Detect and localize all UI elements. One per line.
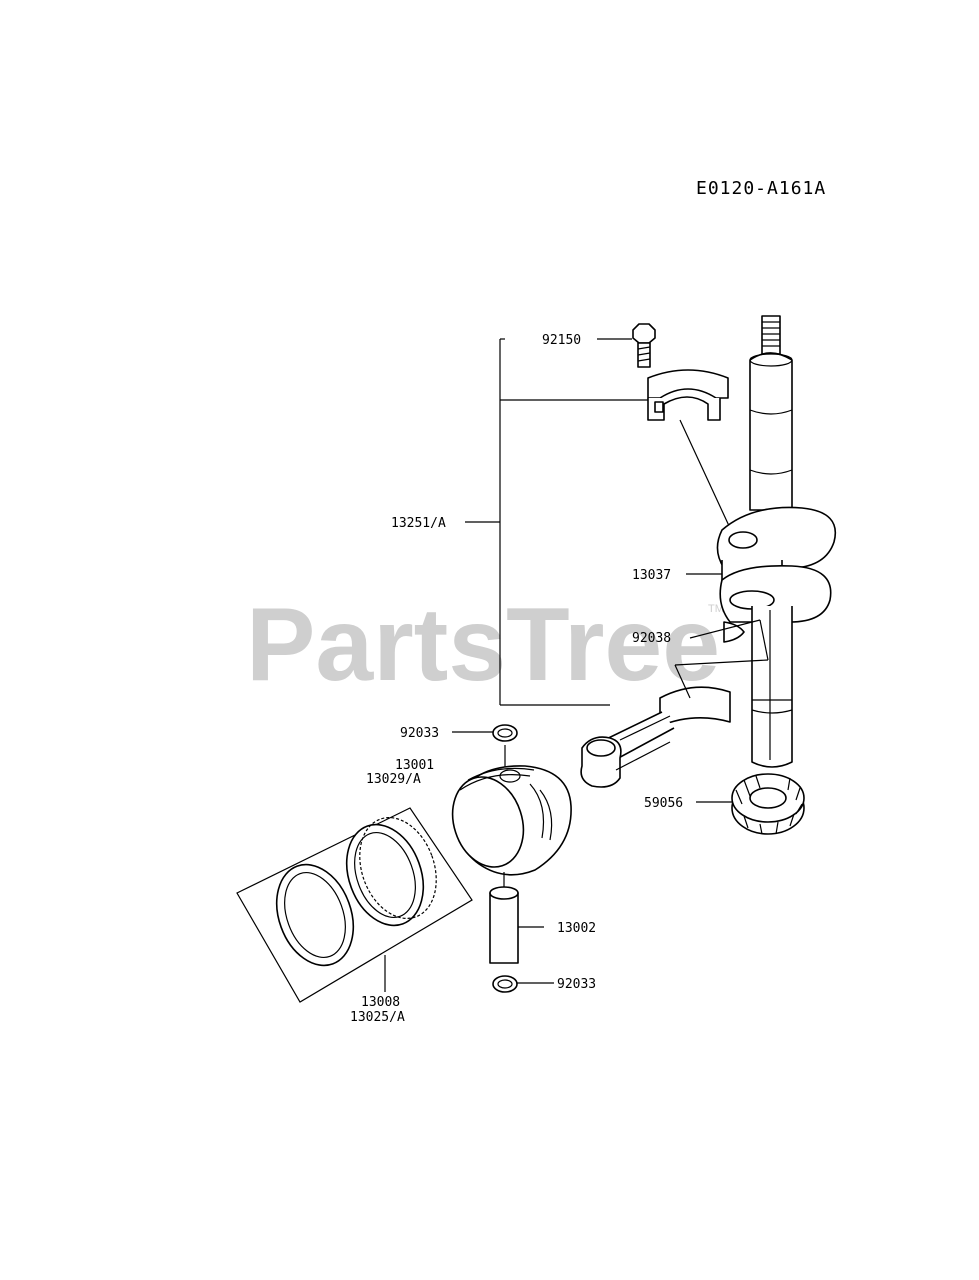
part-label-crankshaft[interactable]: 13037 [632,568,671,583]
piston-pin-part [489,886,519,964]
part-label-gear[interactable]: 59056 [644,796,683,811]
watermark-text: PartsTree [246,587,720,703]
connecting-rod-part [580,686,731,788]
part-label-piston-pin[interactable]: 13002 [557,921,596,936]
part-label-key[interactable]: 92038 [632,631,671,646]
diagram-code: E0120-A161A [696,178,826,199]
bolt-part [632,323,656,368]
con-rod-bracket [465,338,655,706]
part-label-circlip-upper[interactable]: 92033 [400,726,439,741]
part-label-circlip-lower[interactable]: 92033 [557,977,596,992]
part-label-rings-a[interactable]: 13008 [361,995,400,1010]
gear-part [731,773,805,835]
watermark: PartsTree TM [246,587,724,703]
piston-rings-part [236,807,473,1003]
circlip-lower-part [492,975,518,993]
circlip-upper-part [492,724,518,742]
part-label-piston-b[interactable]: 13029/A [366,772,421,787]
key-part [723,621,745,643]
crankshaft-part [716,315,837,768]
piston-part [451,765,572,876]
rod-cap-part [647,369,729,421]
part-label-con-rod-assy[interactable]: 13251/A [391,516,446,531]
part-label-bolt[interactable]: 92150 [542,333,581,348]
watermark-trademark: TM [708,603,724,615]
part-label-piston-a[interactable]: 13001 [395,758,434,773]
leader-lines [452,573,732,984]
part-label-rings-b[interactable]: 13025/A [350,1010,405,1025]
